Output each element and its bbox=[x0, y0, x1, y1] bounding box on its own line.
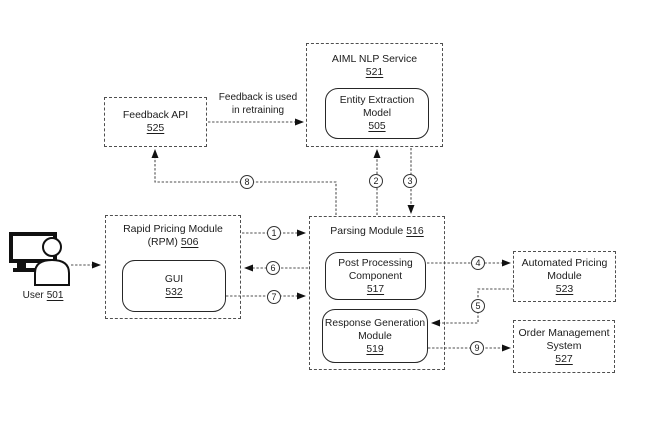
feedback-note-line2: in retraining bbox=[231, 104, 285, 116]
parsing-title: Parsing Module bbox=[330, 225, 404, 237]
node-aiml-nlp-service: AIML NLP Service 521 bbox=[306, 43, 443, 147]
feedback-note-line1: Feedback is used bbox=[218, 92, 298, 103]
entity-model-ref: 505 bbox=[368, 121, 386, 132]
connector-5-badge: 5 bbox=[471, 299, 485, 313]
entity-model-line2: Model bbox=[362, 108, 392, 119]
rpm-title: Rapid Pricing Module bbox=[123, 223, 223, 235]
connector-7-badge: 7 bbox=[267, 290, 281, 304]
order-management-line2: System bbox=[546, 340, 582, 352]
node-feedback-api: Feedback API 525 bbox=[104, 97, 207, 147]
node-gui: GUI 532 bbox=[122, 260, 226, 312]
user-label-text: User bbox=[22, 290, 44, 301]
rpm-subtitle-prefix: (RPM) bbox=[147, 236, 178, 248]
user-ref: 501 bbox=[46, 290, 64, 301]
aiml-title: AIML NLP Service bbox=[331, 53, 418, 65]
connector-9-badge: 9 bbox=[470, 341, 484, 355]
connector-8-badge: 8 bbox=[240, 175, 254, 189]
node-response-generation-module: Response Generation Module 519 bbox=[322, 309, 428, 363]
post-processing-ref: 517 bbox=[366, 283, 385, 295]
feedback-api-ref: 525 bbox=[146, 122, 165, 134]
connector-1-badge: 1 bbox=[267, 226, 281, 240]
order-management-ref: 527 bbox=[555, 353, 573, 365]
node-post-processing-component: Post Processing Component 517 bbox=[325, 252, 426, 300]
gui-title: GUI bbox=[164, 274, 184, 285]
gui-ref: 532 bbox=[165, 287, 183, 298]
entity-model-line1: Entity Extraction bbox=[339, 95, 415, 106]
response-generation-line1: Response Generation bbox=[324, 317, 426, 329]
feedback-retraining-note: Feedback is used in retraining bbox=[208, 92, 308, 117]
node-automated-pricing-module: Automated Pricing Module 523 bbox=[513, 251, 616, 302]
connector-6-badge: 6 bbox=[266, 261, 280, 275]
post-processing-line2: Component bbox=[348, 270, 403, 282]
automated-pricing-ref: 523 bbox=[555, 283, 574, 295]
connector-3-badge: 3 bbox=[403, 174, 417, 188]
parsing-ref: 516 bbox=[406, 225, 424, 237]
aiml-ref: 521 bbox=[365, 66, 384, 78]
post-processing-line1: Post Processing bbox=[338, 257, 413, 269]
connector-4-badge: 4 bbox=[471, 256, 485, 270]
automated-pricing-line2: Module bbox=[547, 270, 582, 282]
node-order-management-system: Order Management System 527 bbox=[513, 320, 615, 373]
node-entity-extraction-model: Entity Extraction Model 505 bbox=[325, 88, 429, 139]
arrow-connector-5 bbox=[431, 288, 513, 327]
response-generation-ref: 519 bbox=[366, 343, 384, 355]
rpm-ref: 506 bbox=[180, 236, 199, 248]
response-generation-line2: Module bbox=[358, 330, 392, 342]
connector-2-badge: 2 bbox=[369, 174, 383, 188]
user-computer-icon bbox=[9, 232, 70, 286]
order-management-line1: Order Management bbox=[518, 327, 610, 339]
feedback-api-title: Feedback API bbox=[122, 109, 189, 121]
node-rapid-pricing-module: Rapid Pricing Module (RPM)506 bbox=[105, 215, 241, 319]
automated-pricing-line1: Automated Pricing bbox=[521, 257, 608, 269]
